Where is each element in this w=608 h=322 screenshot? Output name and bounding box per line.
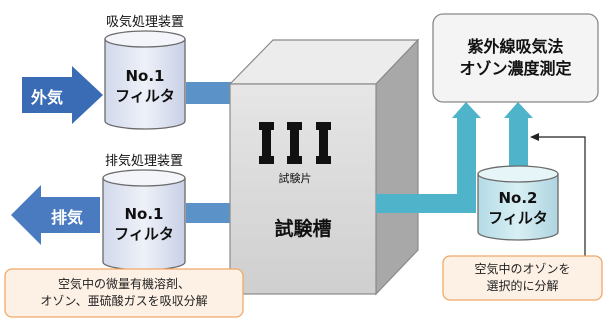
ozone-sampling-duct	[376, 102, 481, 213]
outside-air-arrow	[22, 66, 103, 124]
measurement-box	[432, 13, 599, 103]
filter2-callout-pointer	[530, 133, 586, 256]
exhaust-filter-cylinder	[102, 169, 186, 271]
filter1-note-box	[4, 268, 244, 318]
intake-filter-cylinder	[104, 30, 186, 130]
intake-duct	[186, 82, 231, 104]
exhaust-arrow	[11, 185, 100, 245]
filter2-outlet-duct	[504, 102, 533, 174]
outside-air-label: 外気	[30, 88, 63, 107]
exhaust-filter-name: No.1	[124, 205, 164, 223]
filter2-cylinder	[477, 165, 559, 241]
filter2-note-box	[442, 255, 603, 301]
filter2-name: No.2	[498, 189, 538, 207]
test-specimens	[259, 122, 331, 164]
specimen-label: 試験片	[278, 172, 312, 185]
filter2-note-line2: 選択的に分解	[486, 279, 559, 293]
exhaust-label: 排気	[50, 208, 83, 227]
filter2-note-line1: 空気中のオゾンを	[474, 262, 571, 276]
intake-unit-title: 吸気処理装置	[105, 15, 184, 30]
filter2-label: フィルタ	[488, 209, 548, 227]
exhaust-duct	[186, 203, 231, 223]
exhaust-filter-label: フィルタ	[114, 225, 174, 243]
intake-filter-name: No.1	[125, 67, 165, 85]
filter1-note-line2: オゾン、亜硫酸ガスを吸収分解	[40, 294, 208, 308]
chamber-label: 試験槽	[274, 218, 332, 240]
measurement-target: オゾン濃度測定	[459, 59, 572, 78]
intake-filter-label: フィルタ	[115, 87, 175, 105]
test-chamber-cube	[228, 38, 420, 296]
measurement-method: 紫外線吸気法	[467, 37, 564, 56]
exhaust-unit-title: 排気処理装置	[104, 154, 183, 169]
filter1-note-line1: 空気中の微量有機溶剤、	[57, 277, 190, 291]
